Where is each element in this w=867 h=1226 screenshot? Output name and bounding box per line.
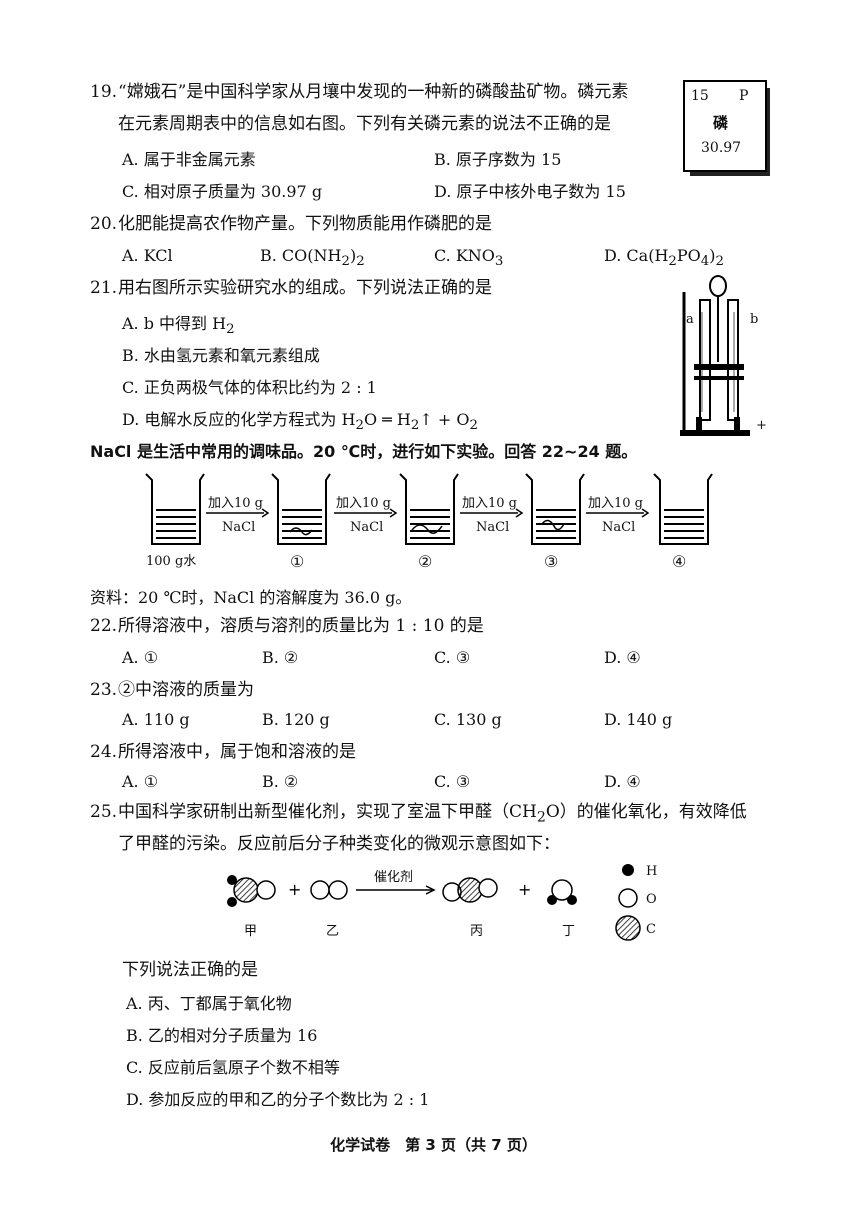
q23-stem: ②中溶液的质量为 xyxy=(118,680,254,700)
legend-o: O xyxy=(646,892,657,907)
q20-option-c: C. KNO3 xyxy=(434,246,504,270)
q24-option-c: C. ③ xyxy=(434,772,471,791)
arrow-3-label-bottom: NaCl xyxy=(476,520,510,535)
q25-option-b: B. 乙的相对分子质量为 16 xyxy=(126,1026,318,1045)
q23-option-d: D. 140 g xyxy=(604,710,673,729)
q24-number: 24. xyxy=(90,742,118,762)
q23-option-b: B. 120 g xyxy=(262,710,330,729)
arrow-4 xyxy=(586,508,650,518)
q21-option-d: D. 电解水反应的化学方程式为 H2O ═ H2↑ + O2 xyxy=(122,410,478,434)
q21-option-a: A. b 中得到 H2 xyxy=(122,314,235,338)
q20-option-a: A. KCl xyxy=(122,246,173,265)
q19-option-c: C. 相对原子质量为 30.97 g xyxy=(122,182,323,201)
element-tile: 15 P 磷 30.97 xyxy=(683,80,767,172)
molecule-yi-label: 乙 xyxy=(326,924,340,939)
q22-option-d: D. ④ xyxy=(604,648,641,667)
q22-number: 22. xyxy=(90,616,118,636)
beaker-4 xyxy=(653,473,713,545)
q19-option-b: B. 原子序数为 15 xyxy=(434,150,562,169)
element-name: 磷 xyxy=(713,114,729,132)
q25-number: 25. xyxy=(90,802,118,822)
beaker-1 xyxy=(271,473,331,545)
beaker-3 xyxy=(525,473,585,545)
q25-stem-line2: 了甲醛的污染。反应前后分子种类变化的微观示意图如下： xyxy=(118,834,560,854)
atomic-number: 15 xyxy=(691,88,709,104)
start-beaker-label: 100 g水 xyxy=(146,554,197,569)
arrow-2 xyxy=(334,508,398,518)
q24-option-b: B. ② xyxy=(262,772,299,791)
q22-option-b: B. ② xyxy=(262,648,299,667)
molecule-jia-label: 甲 xyxy=(244,924,258,939)
q19-stem-line1: “嫦娥石”是中国科学家从月壤中发现的一种新的磷酸盐矿物。磷元素 xyxy=(118,82,629,102)
q21-stem: 用右图所示实验研究水的组成。下列说法正确的是 xyxy=(118,278,492,298)
q20-number: 20. xyxy=(90,214,118,234)
q25-stem-line1: 中国科学家研制出新型催化剂，实现了室温下甲醛（CH2O）的催化氧化，有效降低 xyxy=(118,802,747,826)
q24-option-a: A. ① xyxy=(122,772,159,791)
arrow-3 xyxy=(460,508,524,518)
tube-b-label: b xyxy=(750,312,759,327)
q23-number: 23. xyxy=(90,680,118,700)
element-symbol: P xyxy=(739,88,749,104)
catalyst-label: 催化剂 xyxy=(374,870,414,885)
atom-legend xyxy=(615,864,641,941)
q19-stem-line2: 在元素周期表中的信息如右图。下列有关磷元素的说法不正确的是 xyxy=(118,114,611,134)
atomic-mass: 30.97 xyxy=(701,140,742,156)
arrow-1-label-bottom: NaCl xyxy=(222,520,256,535)
positive-electrode-label: + xyxy=(756,418,767,433)
q21-number: 21. xyxy=(90,278,118,298)
q21-option-c: C. 正负两极气体的体积比约为 2 : 1 xyxy=(122,378,377,397)
q23-option-c: C. 130 g xyxy=(434,710,502,729)
q22-option-a: A. ① xyxy=(122,648,159,667)
beaker-start xyxy=(145,473,205,545)
arrow-2-label-bottom: NaCl xyxy=(350,520,384,535)
legend-c: C xyxy=(646,922,656,937)
q25-option-d: D. 参加反应的甲和乙的分子个数比为 2 : 1 xyxy=(126,1090,430,1109)
beaker-4-label: ④ xyxy=(672,552,687,571)
svg-text:+: + xyxy=(518,880,531,899)
q24-stem: 所得溶液中，属于饱和溶液的是 xyxy=(118,742,356,762)
arrow-1 xyxy=(206,508,270,518)
q19-option-d: D. 原子中核外电子数为 15 xyxy=(434,182,626,201)
q20-stem: 化肥能提高农作物产量。下列物质能用作磷肥的是 xyxy=(118,214,492,234)
arrow-3-label-top: 加入10 g xyxy=(462,496,517,511)
q22-option-c: C. ③ xyxy=(434,648,471,667)
reaction-diagram: + + xyxy=(227,875,577,907)
q19-number: 19. xyxy=(90,82,118,102)
q25-lead: 下列说法正确的是 xyxy=(122,960,258,980)
intro-22-24: NaCl 是生活中常用的调味品。20 ℃时，进行如下实验。回答 22~24 题。 xyxy=(90,442,638,461)
q23-option-a: A. 110 g xyxy=(122,710,190,729)
solubility-note: 资料：20 ℃时，NaCl 的溶解度为 36.0 g。 xyxy=(90,588,412,607)
svg-text:+: + xyxy=(288,880,301,899)
q19-option-a: A. 属于非金属元素 xyxy=(122,150,256,169)
q20-option-d: D. Ca(H2PO4)2 xyxy=(604,246,724,270)
q21-option-b: B. 水由氢元素和氧元素组成 xyxy=(122,346,320,365)
page-footer: 化学试卷 第 3 页（共 7 页） xyxy=(330,1136,537,1154)
beaker-2-label: ② xyxy=(418,552,433,571)
q20-option-b: B. CO(NH2)2 xyxy=(260,246,365,270)
q24-option-d: D. ④ xyxy=(604,772,641,791)
legend-h: H xyxy=(646,864,658,879)
molecule-bing-label: 丙 xyxy=(470,924,484,939)
arrow-2-label-top: 加入10 g xyxy=(336,496,391,511)
q25-option-a: A. 丙、丁都属于氧化物 xyxy=(126,994,292,1013)
molecule-ding-label: 丁 xyxy=(562,924,576,939)
q25-option-c: C. 反应前后氢原子个数不相等 xyxy=(126,1058,340,1077)
electrolysis-apparatus xyxy=(680,275,750,436)
q22-stem: 所得溶液中，溶质与溶剂的质量比为 1 : 10 的是 xyxy=(118,616,484,636)
beaker-3-label: ③ xyxy=(544,552,559,571)
arrow-4-label-top: 加入10 g xyxy=(588,496,643,511)
beaker-1-label: ① xyxy=(290,552,305,571)
beaker-2 xyxy=(399,473,459,545)
arrow-4-label-bottom: NaCl xyxy=(602,520,636,535)
arrow-1-label-top: 加入10 g xyxy=(208,496,263,511)
tube-a-label: a xyxy=(686,312,694,327)
